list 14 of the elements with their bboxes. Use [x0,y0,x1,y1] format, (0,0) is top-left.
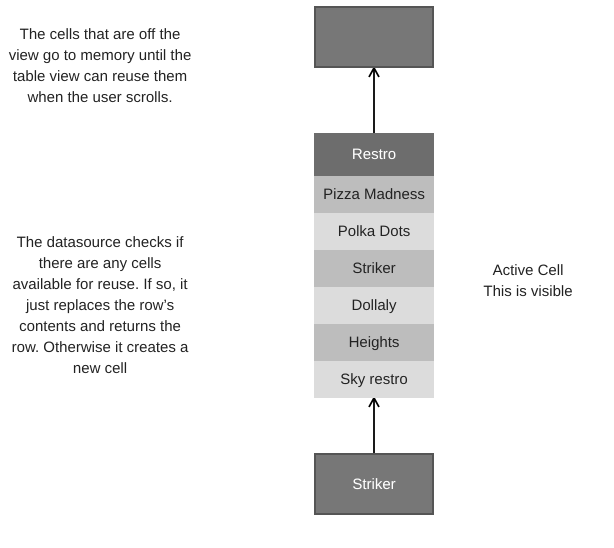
note-text: Active Cell This is visible [482,261,574,302]
table-row: Heights [314,324,434,361]
table-row: Pizza Madness [314,176,434,213]
arrow [368,67,380,133]
note-text: The datasource checks if there are any cells available for reuse. If so, it just replaces the row’s contents and returns the row. Otherwise it creates a new cell [10,233,190,379]
table-row: Polka Dots [314,213,434,250]
table-row: Restro [314,133,434,176]
cell-box: Striker [314,453,434,515]
note-text: The cells that are off the view go to memory until the table view can reuse them when the user scrolls. [8,25,192,108]
table-row: Striker [314,250,434,287]
cell-box [314,6,434,68]
table-row: Sky restro [314,361,434,398]
arrow [368,397,380,453]
table-row: Dollaly [314,287,434,324]
